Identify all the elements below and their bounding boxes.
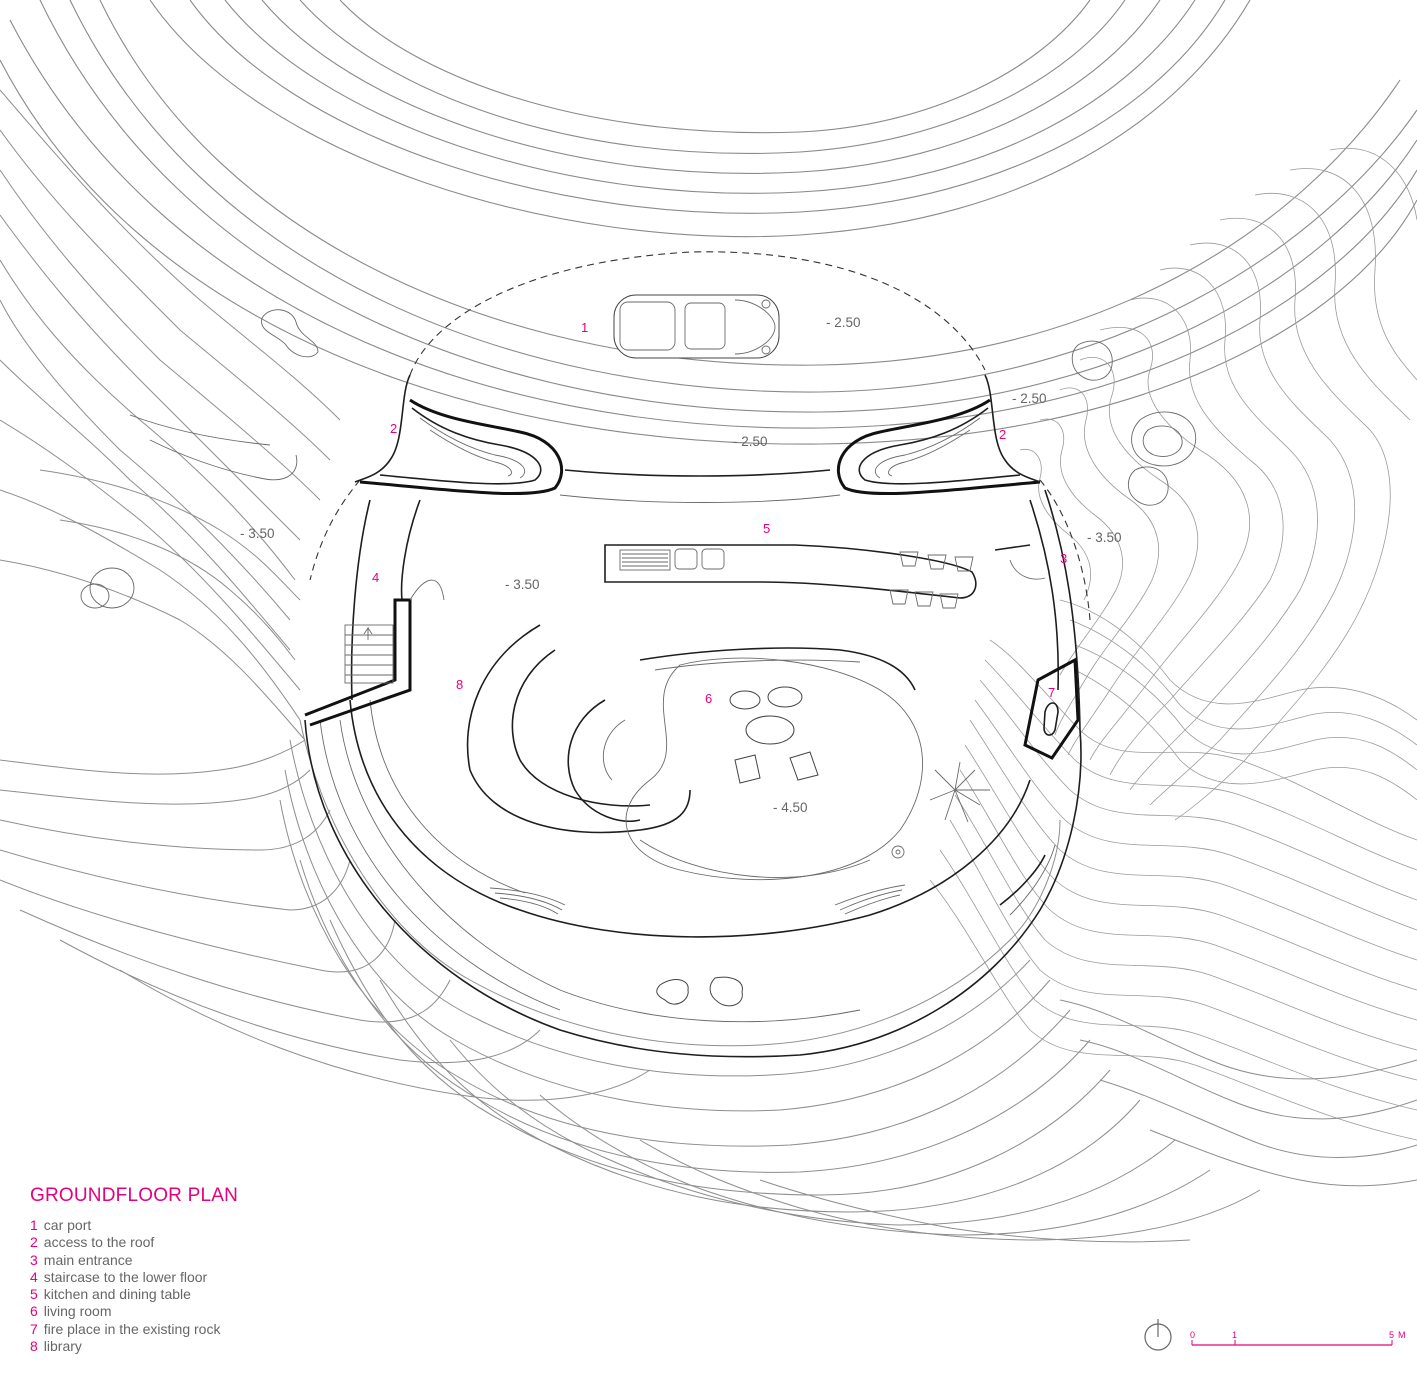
road-contours <box>0 0 1417 445</box>
legend-item-number: 3 <box>30 1251 38 1268</box>
legend-item-label: kitchen and dining table <box>43 1286 191 1303</box>
car-icon <box>613 294 780 359</box>
level-living: - 4.50 <box>773 800 808 815</box>
room-number-2-left: 2 <box>390 421 397 436</box>
legend-title: GROUNDFLOOR PLAN <box>30 1185 239 1206</box>
plant-icon <box>891 761 990 859</box>
legend-item-label: staircase to the lower floor <box>43 1268 208 1285</box>
legend: GROUNDFLOOR PLAN 1 car port 2 access to the… <box>30 1185 238 1355</box>
level-center: - 2.50 <box>733 434 768 449</box>
room-number-1: 1 <box>581 320 588 335</box>
level-inner: - 3.50 <box>505 577 540 592</box>
north-arrow-icon <box>1144 1319 1172 1351</box>
scale-unit: M <box>1398 1330 1406 1340</box>
legend-item-label: access to the roof <box>43 1234 155 1251</box>
legend-item-number: 5 <box>30 1286 38 1303</box>
legend-item-number: 6 <box>30 1303 38 1320</box>
scale-bar: 0 1 5 M <box>1190 1330 1406 1346</box>
legend-item: 5 kitchen and dining table <box>30 1286 238 1303</box>
legend-item-number: 1 <box>30 1217 38 1233</box>
room-number-4: 4 <box>372 570 379 585</box>
legend-item-number: 4 <box>30 1268 38 1285</box>
room-number-3: 3 <box>1060 551 1067 566</box>
legend-list: 1 car port 2 access to the roof 3 main entran… <box>30 1217 238 1355</box>
room-number-labels: 1 2 2 3 4 5 6 7 8 <box>372 320 1067 706</box>
legend-item-label: fire place in the existing rock <box>43 1320 221 1337</box>
bottom-topography <box>279 719 1417 1243</box>
legend-item-label: car port <box>43 1217 92 1233</box>
legend-item-label: living room <box>43 1303 112 1320</box>
legend-item: 8 library <box>30 1338 238 1355</box>
legend-item: 4 staircase to the lower floor <box>30 1269 238 1286</box>
level-right: - 3.50 <box>1087 530 1122 545</box>
legend-item-number: 8 <box>30 1338 38 1355</box>
level-carport: - 2.50 <box>826 315 861 330</box>
level-left: - 3.50 <box>240 526 275 541</box>
legend-item-label: main entrance <box>43 1251 133 1268</box>
scale-five: 5 <box>1389 1330 1394 1340</box>
legend-item-number: 2 <box>30 1234 38 1251</box>
legend-item-number: 7 <box>30 1320 38 1337</box>
room-number-7: 7 <box>1048 685 1055 700</box>
legend-item: 6 living room <box>30 1303 238 1320</box>
left-topography <box>0 89 651 1101</box>
room-number-5: 5 <box>763 521 770 536</box>
room-number-2-right: 2 <box>999 427 1006 442</box>
legend-item-label: library <box>43 1338 82 1355</box>
legend-item: 1 car port <box>30 1217 238 1234</box>
level-labels: - 2.50 - 2.50 - 2.50 - 3.50 - 3.50 - 3.5… <box>240 315 1122 815</box>
level-right-upper: - 2.50 <box>1012 391 1047 406</box>
right-topography <box>929 148 1417 1141</box>
room-number-6: 6 <box>705 691 712 706</box>
legend-item: 3 main entrance <box>30 1252 238 1269</box>
legend-item: 7 fire place in the existing rock <box>30 1321 238 1338</box>
scale-one: 1 <box>1232 1330 1237 1340</box>
legend-item: 2 access to the roof <box>30 1234 238 1251</box>
scale-zero: 0 <box>1190 1330 1195 1340</box>
room-number-8: 8 <box>456 677 463 692</box>
house-outline <box>304 251 1091 1058</box>
